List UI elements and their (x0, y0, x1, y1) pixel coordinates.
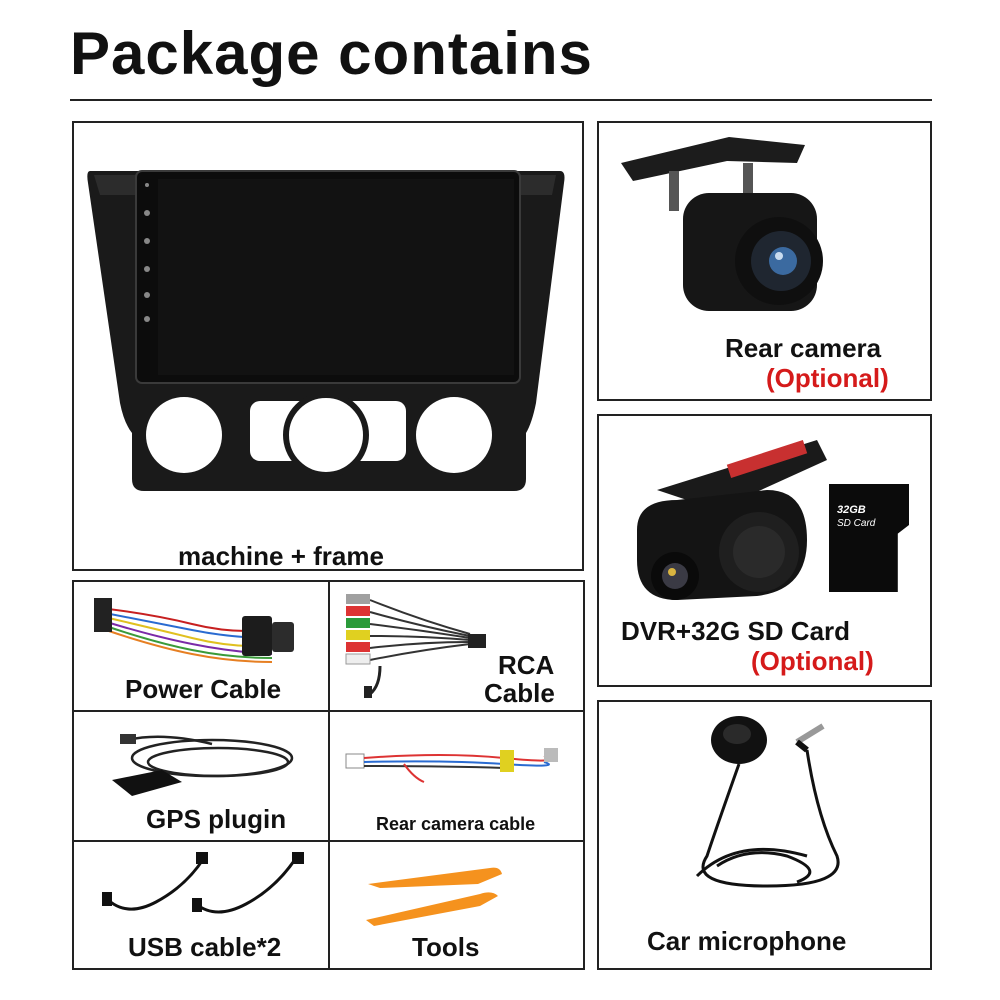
gps-card: GPS plugin (72, 710, 330, 842)
usb-cable-card: USB cable*2 (72, 840, 330, 970)
tools-image (366, 867, 502, 926)
rca-cable-label-line1: RCA (498, 650, 555, 680)
dvr-optional: (Optional) (751, 646, 874, 676)
power-cable-label: Power Cable (125, 674, 282, 704)
gps-image (112, 734, 294, 796)
tools-card: Tools (328, 840, 585, 970)
rear-camera-label: Rear camera (725, 333, 882, 363)
sd-card-type: SD Card (837, 518, 876, 529)
page-title: Package contains (70, 20, 593, 87)
power-cable-image (94, 598, 294, 663)
rca-cable-image (345, 594, 486, 698)
dvr-image (637, 439, 827, 600)
rear-camera-cable-image (345, 748, 558, 783)
rear-camera-cable-label: Rear camera cable (376, 814, 536, 834)
microphone-image (695, 716, 840, 888)
dvr-label: DVR+32G SD Card (621, 616, 851, 646)
head-unit-image (87, 170, 565, 491)
rca-cable-card: RCA Cable (328, 580, 585, 712)
microphone-card: Car microphone (597, 700, 932, 970)
rear-camera-cable-card: Rear camera cable (328, 710, 585, 842)
rear-camera-optional: (Optional) (766, 363, 889, 393)
rca-cable-label-line2: Cable (484, 678, 555, 708)
rear-camera-image (621, 137, 823, 311)
machine-frame-label: machine + frame (178, 541, 384, 571)
rear-camera-card: Rear camera (Optional) (597, 121, 932, 401)
usb-cable-image (102, 852, 304, 914)
sd-card-icon: 32GB SD Card (829, 484, 909, 592)
power-cable-card: Power Cable (72, 580, 330, 712)
gps-label: GPS plugin (146, 804, 287, 834)
usb-cable-label: USB cable*2 (128, 932, 282, 962)
sd-card-capacity: 32GB (837, 504, 866, 516)
title-divider (70, 99, 932, 101)
dvr-card: 32GB SD Card DVR+32G SD Card (Optional) (597, 414, 932, 687)
microphone-label: Car microphone (647, 926, 847, 956)
machine-frame-card: machine + frame (72, 121, 584, 571)
tools-label: Tools (412, 932, 480, 962)
